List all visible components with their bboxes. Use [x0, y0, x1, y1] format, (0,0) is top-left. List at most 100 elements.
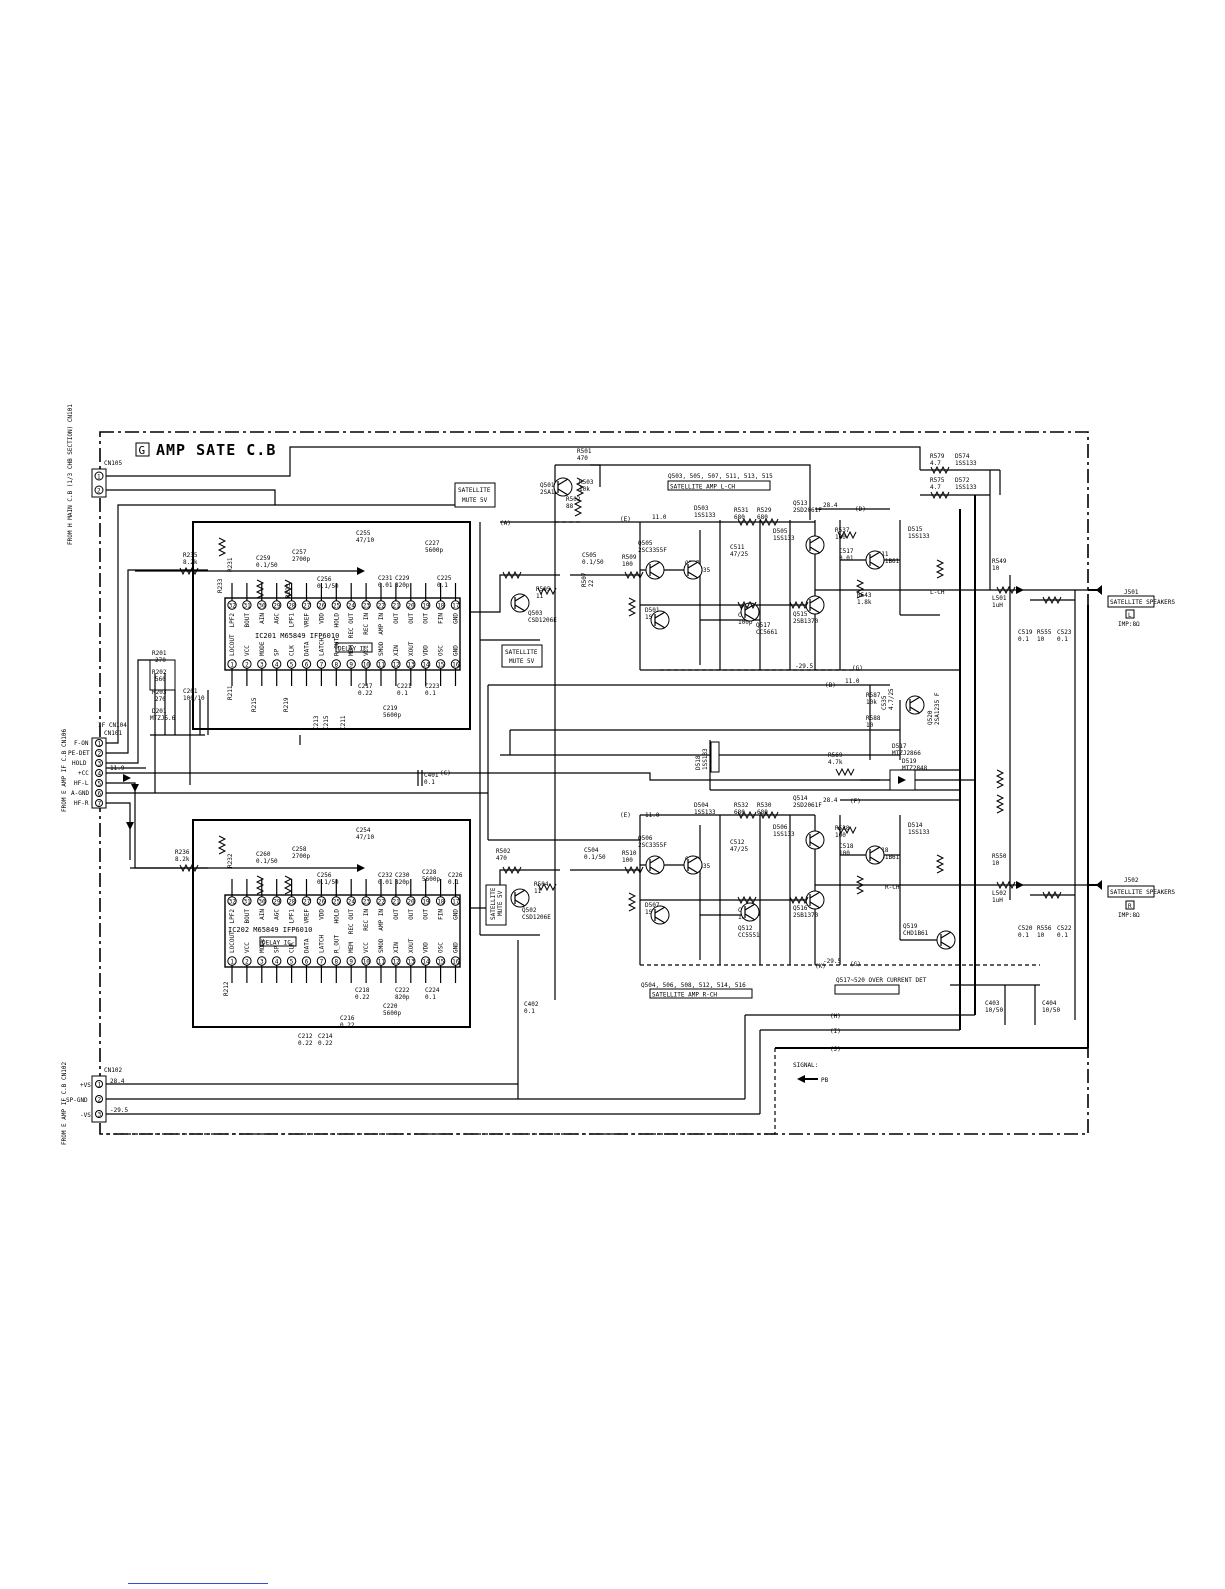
svg-text:0.22: 0.22 [355, 994, 370, 1001]
cn105-pin-label: 1 [97, 474, 101, 481]
part-ref: R504 [534, 881, 549, 888]
ic-pin-number: 25 [333, 602, 341, 609]
j501-title: SATELLITE SPEAKERS [1110, 599, 1175, 606]
part-ref: R532 [734, 802, 749, 809]
misc-parts: R201 270 R202 560 R203 270 C201 100/10 D… [149, 650, 1060, 1015]
svg-text:C254: C254 [356, 827, 371, 834]
ic-pin-function: LPF1 [289, 909, 296, 924]
ic-pin-number: 26 [318, 898, 326, 905]
cn105-pin-label: 2 [97, 488, 101, 495]
ic-pin-function: SMOD [378, 641, 385, 656]
part-value: 1SS133 [773, 831, 795, 838]
svg-text:28.4: 28.4 [110, 1078, 125, 1085]
ic-pin-number: 19 [422, 898, 430, 905]
part-ref: Q501 [540, 482, 555, 489]
svg-text:(J): (J) [830, 1046, 841, 1053]
ic-pin-function: BOUT [244, 909, 251, 924]
svg-text:C216: C216 [340, 1015, 355, 1022]
ic201: IC201 M65849 IFP6010 DELAY IC [224, 597, 461, 671]
ic-pin-number: 20 [407, 602, 415, 609]
ic-pin-function: FIN [438, 909, 445, 920]
part-value: 0.1/50 [584, 854, 606, 861]
part-ref: D507 [645, 902, 660, 909]
svg-text:+CC: +CC [78, 770, 89, 777]
svg-text:C213: C213 [313, 715, 320, 730]
ic-pin-number: 30 [258, 602, 266, 609]
svg-text:0.1: 0.1 [424, 779, 435, 786]
svg-text:C232: C232 [378, 872, 393, 879]
part-value: 4.7/25 [888, 688, 895, 710]
svg-text:C259: C259 [256, 555, 271, 562]
ic-pin-number: 24 [348, 898, 356, 905]
svg-text:C201: C201 [183, 688, 198, 695]
ic-pin-number: 5 [290, 661, 294, 668]
svg-text:11.0: 11.0 [652, 514, 667, 521]
svg-text:R212: R212 [223, 981, 230, 996]
ic-pin-number: 27 [303, 602, 311, 609]
ic-pin-number: 22 [378, 898, 386, 905]
svg-text:HOLD: HOLD [72, 760, 87, 767]
part-value: 1uH [992, 602, 1003, 609]
svg-text:0.1/50: 0.1/50 [256, 562, 278, 569]
svg-text:(G): (G) [852, 665, 863, 672]
part-value: 10k [866, 699, 877, 706]
svg-text:C260: C260 [256, 851, 271, 858]
svg-text:MTZJ5.6: MTZJ5.6 [150, 715, 176, 722]
ic-pin-function: LATCH [318, 935, 325, 953]
part-value: 0.1 [1018, 636, 1029, 643]
part-ref: R588 [866, 715, 881, 722]
ic-pin-function: GND [453, 645, 460, 656]
part-ref: R502 [566, 496, 581, 503]
amp-l-channel: Q503, 505, 507, 511, 513, 515 SATELLITE … [454, 473, 773, 668]
svg-text:820p: 820p [395, 582, 410, 589]
svg-text:0.22: 0.22 [298, 1040, 313, 1047]
svg-text:0.01: 0.01 [378, 582, 393, 589]
ic-pin-number: 29 [273, 898, 281, 905]
svg-text:1: 1 [98, 741, 102, 748]
svg-text:2700p: 2700p [292, 556, 310, 563]
svg-text:C217: C217 [358, 683, 373, 690]
ic-pin-function: OUT [423, 909, 430, 920]
ic-pin-function: GND [453, 613, 460, 624]
svg-text:R201: R201 [152, 650, 167, 657]
ic-pin-number: 17 [452, 602, 460, 609]
part-ref: C522 [1057, 925, 1072, 932]
ic-pin-function: SP [274, 648, 281, 656]
wires [106, 446, 1100, 1135]
svg-text:PB: PB [821, 1077, 829, 1084]
svg-text:C226: C226 [448, 872, 463, 879]
svg-text:SATELLITE: SATELLITE [505, 649, 538, 656]
part-value: 4.7 [930, 460, 941, 467]
ic-pin-function: AIN [259, 613, 266, 624]
ic-pin-function: R_OUT [333, 638, 340, 656]
ic-pin-number: 23 [363, 602, 371, 609]
part-value: 11 [534, 888, 542, 895]
part-ref: Q514 [793, 795, 808, 802]
svg-text:C257: C257 [292, 549, 307, 556]
ic-pin-number: 1 [230, 661, 234, 668]
ic202-name: IC202 M65849 IFP6010 [228, 926, 312, 934]
svg-text:C401: C401 [424, 772, 439, 779]
part-value: CHD1B61 [874, 558, 900, 565]
svg-text:R219: R219 [283, 697, 290, 712]
part-value: 1SS133 [908, 829, 930, 836]
svg-text:0.01: 0.01 [378, 879, 393, 886]
svg-text:4: 4 [98, 771, 102, 778]
ic-pin-number: 14 [422, 958, 430, 965]
ic-pin-number: 4 [275, 958, 279, 965]
part-ref: Q513 [793, 500, 808, 507]
ic-pin-number: 3 [260, 958, 264, 965]
svg-text:5600p: 5600p [422, 876, 440, 883]
ic-pin-number: 6 [305, 958, 309, 965]
rail-labels: 11.9 11.0 11.0 11.0 28.4 28.4 -29.5 -29.… [110, 502, 945, 1114]
ic-pin-number: 8 [335, 661, 339, 668]
svg-text:0.1: 0.1 [397, 690, 408, 697]
svg-text:(F): (F) [850, 798, 861, 805]
signal-arrows [123, 567, 1024, 889]
svg-text:5: 5 [98, 781, 102, 788]
svg-text:C220: C220 [383, 1003, 398, 1010]
svg-text:C227: C227 [425, 540, 440, 547]
svg-text:11.0: 11.0 [645, 812, 660, 819]
ic-pin-number: 5 [290, 958, 294, 965]
svg-text:47/10: 47/10 [356, 834, 374, 841]
